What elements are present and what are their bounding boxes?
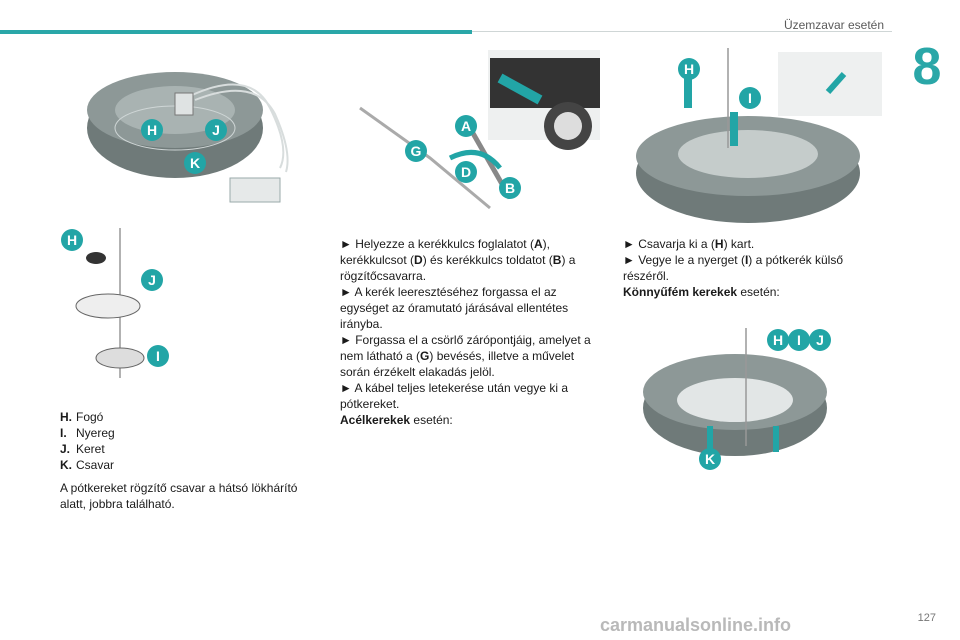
label-j-circle bbox=[205, 119, 227, 141]
watermark: carmanualsonline.info bbox=[600, 615, 792, 635]
figure-steel-wheel: H I bbox=[636, 48, 882, 223]
steel-wheels-heading: Acélkerekek esetén: bbox=[340, 413, 453, 427]
label-i-5: I bbox=[797, 332, 801, 348]
label-j-2: J bbox=[148, 272, 156, 288]
legend-row: J.Keret bbox=[60, 442, 105, 456]
figure-winch-parts: H J I bbox=[61, 228, 169, 378]
label-a: A bbox=[461, 118, 471, 134]
label-j-5: J bbox=[816, 332, 824, 348]
right-instructions: ► Csavarja ki a (H) kart. ► Vegye le a n… bbox=[623, 236, 881, 300]
label-h-circle bbox=[141, 119, 163, 141]
label-b: B bbox=[505, 180, 515, 196]
step-1: ► Helyezze a kerékkulcs foglalatot (A), … bbox=[340, 237, 576, 283]
step-remove-saddle: ► Vegye le a nyerget (I) a pótkerék küls… bbox=[623, 253, 844, 283]
figure-alloy-wheel: H I J K bbox=[643, 328, 831, 470]
step-3: ► Forgassa el a csörlő zárópontjáig, ame… bbox=[340, 333, 591, 379]
spare-location-note: A pótkereket rögzítő csavar a hátsó lökh… bbox=[60, 481, 298, 511]
label-i-4: I bbox=[748, 90, 752, 106]
label-k-5: K bbox=[705, 451, 715, 467]
section-title: Üzemzavar esetén bbox=[783, 18, 884, 32]
legend-row: K.Csavar bbox=[60, 458, 115, 472]
label-h: H bbox=[147, 122, 157, 138]
parts-legend: H.Fogó I.Nyereg J.Keret K.Csavar bbox=[60, 409, 115, 473]
label-k: K bbox=[190, 155, 200, 171]
label-i-2: I bbox=[156, 348, 160, 364]
label-g: G bbox=[411, 143, 422, 159]
figure-spare-tire-winch: H J K bbox=[87, 72, 289, 203]
label-h-5: H bbox=[773, 332, 783, 348]
header-rule bbox=[472, 31, 892, 32]
label-d: D bbox=[461, 164, 471, 180]
figure-wrench-assembly: A G D B bbox=[359, 50, 600, 210]
header-accent-bar bbox=[0, 30, 472, 34]
legend-row: I.Nyereg bbox=[60, 426, 115, 440]
step-unscrew-arm: ► Csavarja ki a (H) kart. bbox=[623, 237, 755, 251]
label-h-4: H bbox=[684, 61, 694, 77]
step-4: ► A kábel teljes letekerése után vegye k… bbox=[340, 381, 569, 411]
legend-row: H.Fogó bbox=[60, 410, 104, 424]
alloy-wheels-heading: Könnyűfém kerekek esetén: bbox=[623, 285, 780, 299]
label-h-2: H bbox=[67, 232, 77, 248]
middle-instructions: ► Helyezze a kerékkulcs foglalatot (A), … bbox=[340, 236, 598, 428]
label-k-circle bbox=[184, 152, 206, 174]
step-2: ► A kerék leeresztéséhez forgassa el az … bbox=[340, 285, 569, 331]
label-j: J bbox=[212, 122, 220, 138]
chapter-number: 8 bbox=[898, 36, 956, 98]
page-number: 127 bbox=[917, 612, 936, 624]
